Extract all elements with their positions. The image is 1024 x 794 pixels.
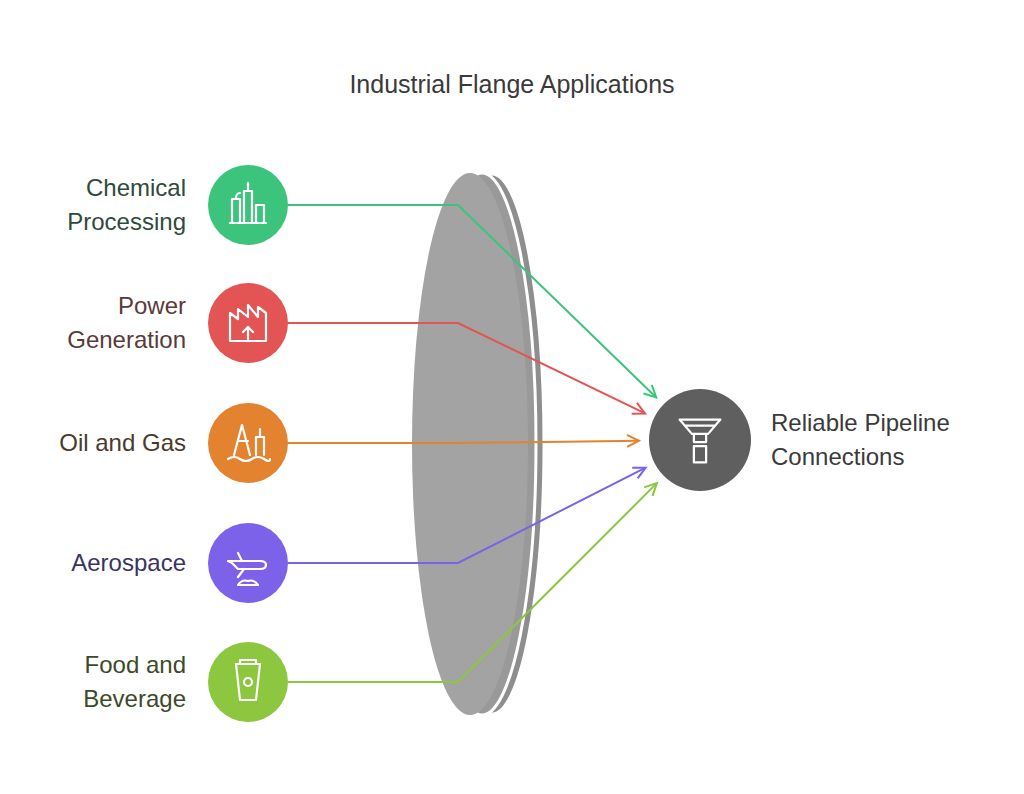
node-label: Reliable Pipeline Connections <box>771 406 986 473</box>
connector-arrow <box>288 435 639 447</box>
industry-icon <box>208 283 288 363</box>
icon-circle: Food and Beverage <box>208 642 288 722</box>
industry-icon <box>208 523 288 603</box>
industry-icon <box>208 165 288 245</box>
diagram-title: Industrial Flange Applications <box>0 70 1024 99</box>
node-label: Chemical Processing <box>21 171 186 238</box>
icon-circle: Oil and Gas <box>208 403 288 483</box>
industry-icon <box>208 642 288 722</box>
industry-icon <box>649 389 751 491</box>
node-label: Aerospace <box>21 546 186 580</box>
node-label: Power Generation <box>21 289 186 356</box>
node-label: Food and Beverage <box>21 648 186 715</box>
industry-icon <box>208 403 288 483</box>
icon-circle: Chemical Processing <box>208 165 288 245</box>
icon-circle: Aerospace <box>208 523 288 603</box>
connector-arrow <box>288 483 657 682</box>
connector-arrow <box>288 323 645 414</box>
connector-arrow <box>288 205 656 398</box>
icon-circle: Power Generation <box>208 283 288 363</box>
icon-circle: Reliable Pipeline Connections <box>649 389 751 491</box>
node-label: Oil and Gas <box>21 426 186 460</box>
